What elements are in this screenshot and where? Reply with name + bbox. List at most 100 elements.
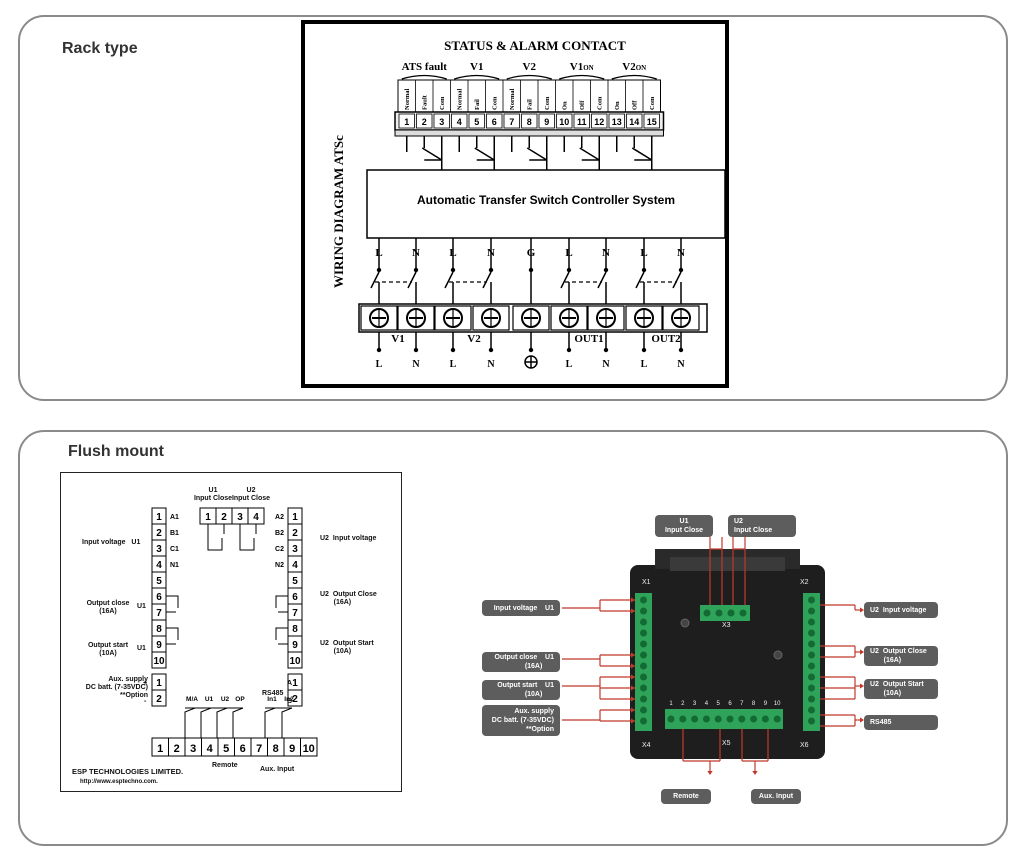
contact-label: Com (491, 96, 498, 110)
schem-right-terminal: 7 (292, 608, 298, 619)
terminal-number: 11 (577, 117, 587, 127)
terminal-number: 10 (559, 117, 569, 127)
schem-right-terminal: 8 (292, 624, 298, 635)
group-bracket (506, 74, 552, 80)
schem-left-terminal: 9 (156, 640, 162, 651)
schem-right-terminal: 9 (292, 640, 298, 651)
contact-label: Fail (474, 99, 481, 110)
power-bottom-label: N (412, 359, 420, 370)
schem-right-pin: C2 (275, 546, 284, 553)
connector-label: X1 (642, 579, 651, 586)
schem-right-pin: A2 (275, 514, 284, 521)
schem-remote-label: Remote (212, 762, 238, 769)
schem-bottom-aux-label: In1 (267, 696, 277, 703)
schem-bottom-terminal: 5 (223, 743, 229, 755)
schem-bottom-aux-label: In2 (284, 696, 294, 703)
schem-aux-terminal: 2 (156, 694, 162, 705)
schem-left-terminal: 7 (156, 608, 162, 619)
schem-left-terminal: 6 (156, 592, 162, 603)
schem-bottom-terminal: 4 (207, 743, 214, 755)
schem-right-terminal: 1 (292, 512, 298, 523)
schem-left-pin: N1 (170, 562, 179, 569)
x5-pin-number: 1 (669, 701, 673, 707)
terminal-number: 2 (422, 117, 427, 127)
schem-bottom-terminal: 2 (174, 743, 180, 755)
terminal-number: 8 (527, 117, 532, 127)
power-section: LNLNGLNLNLNLNLNLNV1V2OUT1OUT2 (358, 238, 708, 370)
group-bracket (559, 74, 605, 80)
callout-remote: Remote (661, 789, 711, 804)
schem-right-terminal: 6 (292, 592, 298, 603)
callout-u2-output-close: U2 Output Close (16A) (864, 646, 938, 666)
schem-left-terminal: 1 (156, 512, 162, 523)
schem-bottom-terminal: 9 (289, 743, 295, 755)
power-bottom-label: N (487, 359, 495, 370)
schem-aux-input-label: Aux. Input (260, 766, 295, 773)
schem-left-terminal: 8 (156, 624, 162, 635)
contact-label: Normal (509, 89, 516, 110)
schem-left-terminal: 10 (153, 656, 165, 667)
x5-pin-number: 2 (681, 701, 685, 707)
connector-label: X5 (722, 740, 731, 747)
contact-label: On (614, 101, 621, 110)
schem-left-terminal: 4 (156, 560, 162, 571)
schem-rs485-terminal: 2 (292, 694, 298, 705)
connector-label: X2 (800, 579, 809, 586)
connector-label: X4 (642, 742, 651, 749)
schem-input-voltage-right: U2 Input voltage (320, 535, 377, 542)
power-bottom-label: N (677, 359, 685, 370)
x5-pin-number: 7 (740, 701, 744, 707)
status-group-label: V2 (523, 61, 537, 73)
schem-bottom-aux-label: U1 (205, 696, 214, 703)
terminal-number: 9 (544, 117, 549, 127)
terminal-number: 7 (509, 117, 514, 127)
callout-rs485: RS485 (864, 715, 938, 730)
schem-aux-plus: + (143, 680, 148, 687)
schem-rs485: RS485 (262, 690, 284, 697)
status-group-label: ATS fault (402, 61, 448, 73)
schem-left-terminal: 2 (156, 528, 162, 539)
callout-input-voltage-u1: Input voltage U1 (482, 600, 560, 616)
schem-left-terminal: 5 (156, 576, 162, 587)
schem-bottom-terminal: 8 (273, 743, 279, 755)
contact-label: Normal (456, 89, 463, 110)
power-bottom-label: L (450, 359, 457, 370)
x5-pin-number: 5 (717, 701, 721, 707)
schem-right-terminal: 5 (292, 576, 298, 587)
schem-output-start-left-u: U1 (137, 645, 146, 652)
schem-aux-minus: - (144, 698, 147, 705)
schem-output-close-left: Output close(16A) (86, 600, 130, 615)
terminal-number: 3 (439, 117, 444, 127)
schem-top-terminal: 1 (205, 512, 211, 523)
diagram-side-title: WIRING DIAGRAM ATSc (331, 135, 346, 288)
terminal-number: 13 (612, 117, 622, 127)
rack-type-title: Rack type (62, 40, 138, 57)
contact-label: Com (544, 96, 551, 110)
schem-right-terminal: 10 (289, 656, 301, 667)
schem-right-terminal: 3 (292, 544, 298, 555)
schem-output-close-right: U2 Output Close (16A) (320, 591, 377, 606)
schem-top-terminal: 2 (221, 512, 227, 523)
contact-label: Off (631, 100, 638, 110)
diagram-title: STATUS & ALARM CONTACT (444, 38, 626, 53)
schem-bottom-aux-label: OP (235, 696, 245, 703)
schem-rs485-terminal: 1 (292, 678, 298, 689)
block-label: OUT1 (574, 333, 603, 345)
contact-label: Normal (404, 89, 411, 110)
schem-bottom-terminal: 1 (157, 743, 163, 755)
contact-label: Fault (421, 94, 428, 110)
contact-label: Fail (526, 99, 533, 110)
schem-left-terminal: 3 (156, 544, 162, 555)
block-label: OUT2 (651, 333, 681, 345)
contact-label: On (561, 101, 568, 110)
schem-bottom-aux-label: M/A (186, 696, 198, 703)
x5-pin-number: 10 (774, 701, 781, 707)
x5-pin-number: 6 (728, 701, 732, 707)
